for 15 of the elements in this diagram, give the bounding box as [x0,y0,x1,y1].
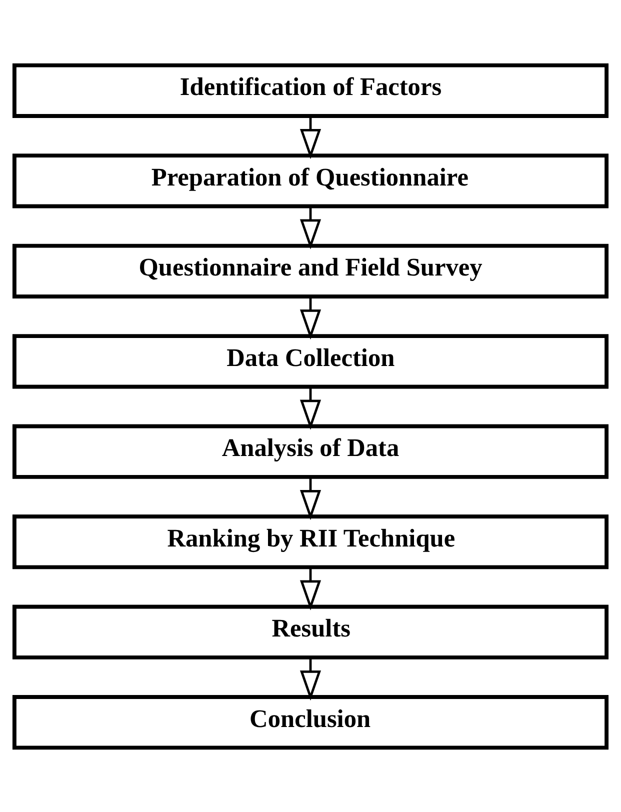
arrow [300,296,322,340]
node-box: Data Collection [12,334,609,388]
node-box: Ranking by RII Technique [12,514,609,569]
node-box: Identification of Factors [12,62,609,118]
arrow [300,566,322,610]
arrow [300,116,322,159]
arrow [300,476,322,520]
arrow [300,206,322,249]
node-box: Preparation of Questionnaire [12,153,609,208]
arrow [300,656,322,700]
node-box: Results [12,604,609,659]
node-box: Analysis of Data [12,424,609,478]
node-box: Conclusion [12,694,609,750]
arrow [300,386,322,430]
node-box: Questionnaire and Field Survey [12,243,609,298]
